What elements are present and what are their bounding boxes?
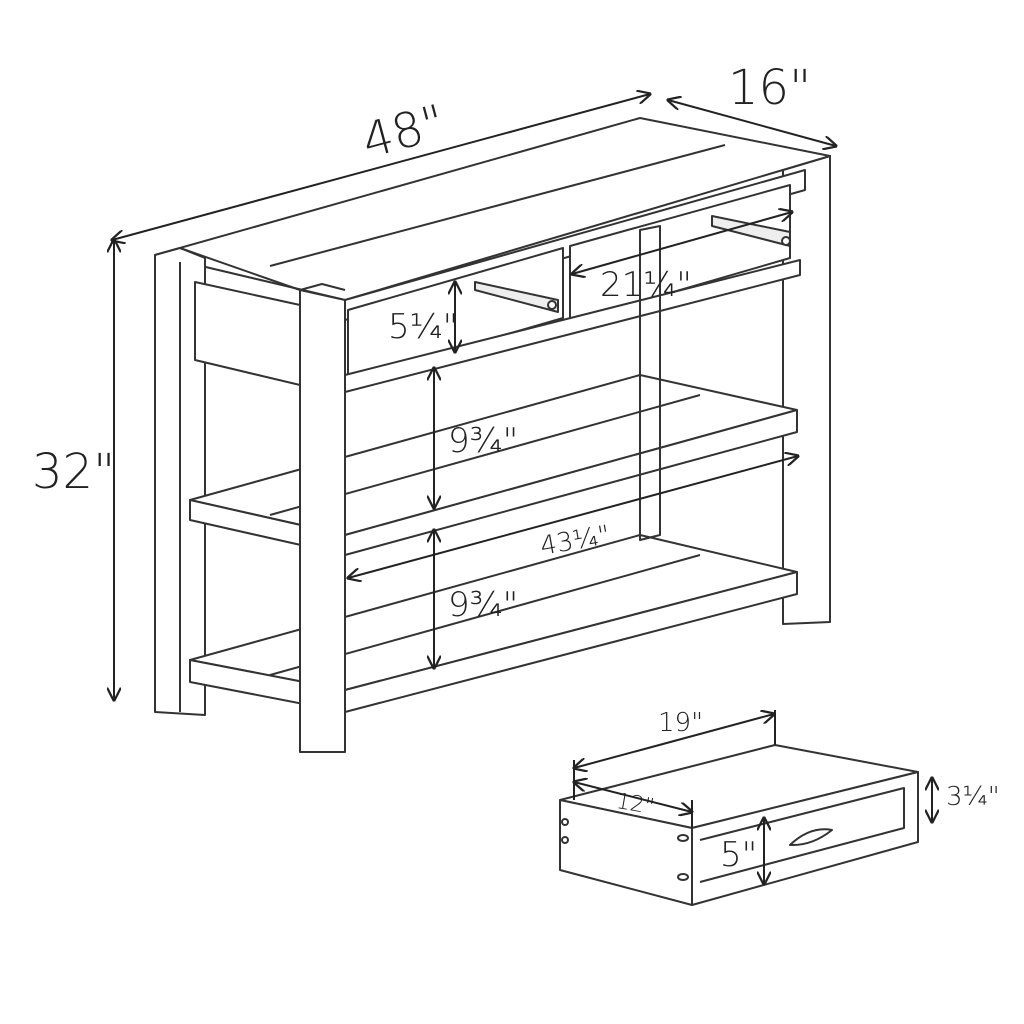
height-label: 32" xyxy=(32,444,116,500)
drawer-outer-depth-label: 19" xyxy=(658,708,704,738)
depth-label: 16" xyxy=(728,60,812,116)
drawer-side-height-label: 3¼" xyxy=(946,782,1000,812)
bottom-shelf-clearance-label: 9¾" xyxy=(448,585,519,625)
drawer-front-height-label: 5" xyxy=(720,835,758,875)
drawer-opening-width-label: 21¼" xyxy=(600,265,692,305)
drawer-opening-height-label: 5¼" xyxy=(388,307,459,347)
middle-shelf-clearance-label: 9¾" xyxy=(448,421,519,461)
